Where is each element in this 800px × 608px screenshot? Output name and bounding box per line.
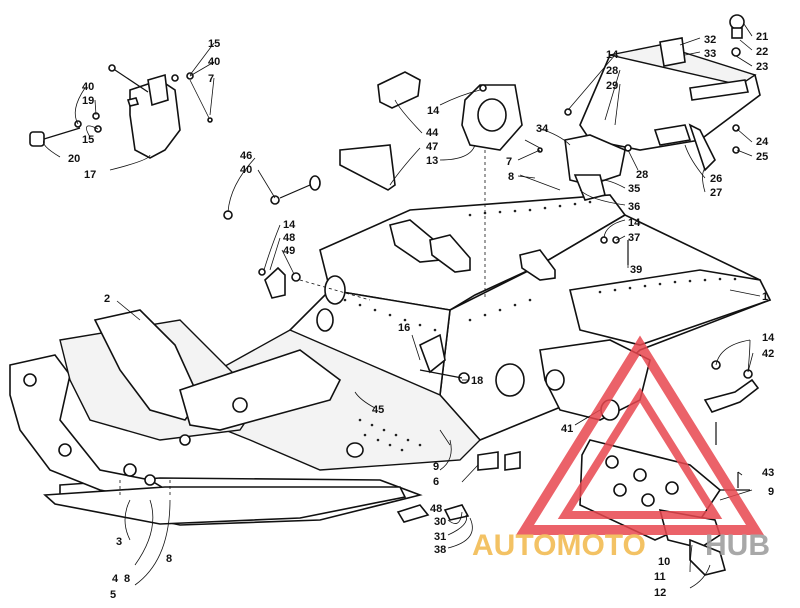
callout-22: 22 <box>756 46 768 58</box>
callout-40a: 40 <box>208 56 220 68</box>
callout-21: 21 <box>756 31 768 43</box>
center-mount-brackets <box>339 71 543 300</box>
callout-46: 46 <box>240 150 252 162</box>
callout-44: 44 <box>426 127 439 139</box>
callout-24: 24 <box>756 136 769 148</box>
callout-2: 2 <box>104 293 110 305</box>
callout-39: 39 <box>630 264 642 276</box>
belly-pan-plate <box>43 480 407 525</box>
leader-lines <box>42 23 761 589</box>
callout-20: 20 <box>68 153 80 165</box>
callout-48: 48 <box>283 232 295 244</box>
callout-13: 13 <box>426 155 438 167</box>
callout-35: 35 <box>628 183 640 195</box>
callout-32: 32 <box>704 34 716 46</box>
callout-25: 25 <box>756 151 768 163</box>
callout-8b: 8 <box>166 553 172 565</box>
watermark-triangle-inner <box>557 387 723 519</box>
automotohub-watermark: AUTOMOTO HUB <box>472 335 770 562</box>
mid-bracket-16-18 <box>419 333 470 384</box>
callout-14b: 14 <box>283 219 296 231</box>
callout-33: 33 <box>704 48 716 60</box>
callout-11: 11 <box>654 571 666 583</box>
callout-38: 38 <box>434 544 446 556</box>
callout-7b: 7 <box>506 156 512 168</box>
callout-26: 26 <box>710 173 722 185</box>
callout-18: 18 <box>471 375 483 387</box>
callout-34: 34 <box>536 123 549 135</box>
callout-14a: 14 <box>427 105 440 117</box>
callout-49: 49 <box>283 245 295 257</box>
callout-14e: 14 <box>762 332 775 344</box>
callout-14c: 14 <box>606 49 619 61</box>
callout-43: 43 <box>762 467 774 479</box>
callout-36: 36 <box>628 201 640 213</box>
side-bracket-assembly <box>519 134 629 265</box>
right-footrest-assembly <box>564 14 761 172</box>
watermark-text-hub: HUB <box>705 529 770 562</box>
watermark-triangle-outer <box>516 335 764 535</box>
callout-42: 42 <box>762 348 774 360</box>
callout-16: 16 <box>398 322 410 334</box>
callout-48b: 48 <box>430 503 442 515</box>
upper-fasteners <box>223 175 371 301</box>
watermark-text-automoto: AUTOMOTO <box>472 529 646 562</box>
callout-10: 10 <box>658 556 670 568</box>
callout-27: 27 <box>710 187 722 199</box>
callout-9a: 9 <box>433 461 439 473</box>
dash-bracket-assembly <box>29 64 213 159</box>
callout-40c: 40 <box>240 164 252 176</box>
callout-41: 41 <box>561 423 573 435</box>
callout-14d: 14 <box>628 217 641 229</box>
callout-47: 47 <box>426 141 438 153</box>
callout-15a: 15 <box>208 38 220 50</box>
callout-30: 30 <box>434 516 446 528</box>
callout-6: 6 <box>433 476 439 488</box>
callout-1: 1 <box>762 291 768 303</box>
callout-9b: 9 <box>768 486 774 498</box>
callout-45: 45 <box>372 404 384 416</box>
callout-28a: 28 <box>606 65 618 77</box>
callout-12: 12 <box>654 587 666 599</box>
callout-19: 19 <box>82 95 94 107</box>
callout-15b: 15 <box>82 134 94 146</box>
callout-5: 5 <box>110 589 116 601</box>
rivet-holes <box>343 200 737 452</box>
callout-29: 29 <box>606 80 618 92</box>
callout-40b: 40 <box>82 81 94 93</box>
callout-8c: 8 <box>508 171 514 183</box>
callout-8a: 8 <box>124 573 130 585</box>
callout-labels: 1 2 3 4 8 5 8 6 9 9 10 11 12 13 14 14 14… <box>68 31 775 601</box>
callout-23: 23 <box>756 61 768 73</box>
callout-4: 4 <box>112 573 119 585</box>
callout-28b: 28 <box>636 169 648 181</box>
callout-17: 17 <box>84 169 96 181</box>
callout-31: 31 <box>434 531 446 543</box>
callout-3: 3 <box>116 536 122 548</box>
callout-37: 37 <box>628 232 640 244</box>
callout-7a: 7 <box>208 73 214 85</box>
